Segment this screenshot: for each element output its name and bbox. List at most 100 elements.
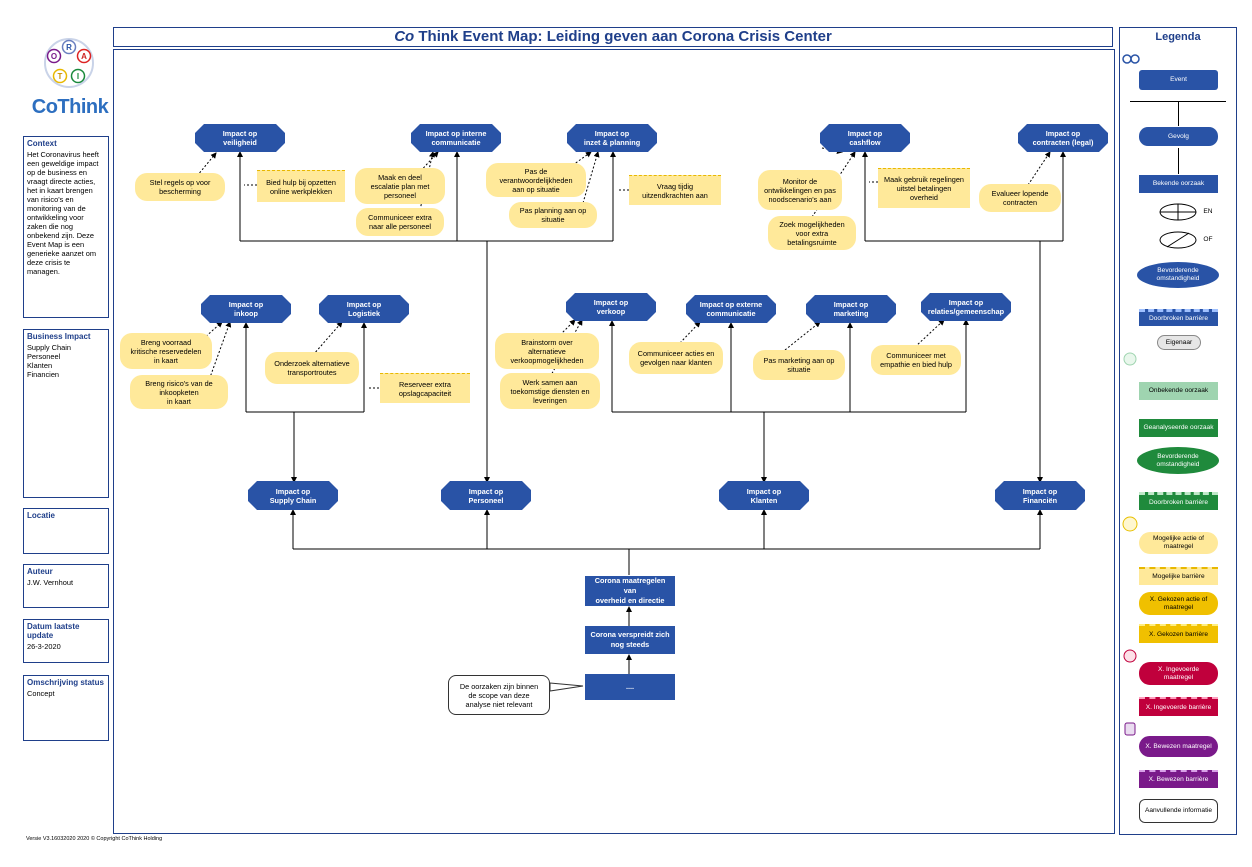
action-breng-risicos[interactable]: Breng risico's van de inkoopketen in kaa…	[130, 375, 228, 409]
legend-onbekende-oorzaak: Onbekende oorzaak	[1139, 382, 1218, 400]
event-impact-relaties[interactable]: Impact op relaties/gemeenschap	[921, 293, 1011, 321]
locatie-box: Locatie	[23, 508, 109, 554]
event-impact-interne-communicatie[interactable]: Impact op interne communicatie	[411, 124, 501, 152]
legend-aanvullende-informatie: Aanvullende informatie	[1139, 799, 1218, 823]
legend-or-icon	[1159, 231, 1197, 249]
title-text: Think Event Map: Leiding geven aan Coron…	[418, 28, 832, 45]
legend-event: Event	[1139, 70, 1218, 90]
event-impact-contracten[interactable]: Impact op contracten (legal)	[1018, 124, 1108, 152]
event-impact-marketing[interactable]: Impact op marketing	[806, 295, 896, 323]
context-heading: Context	[27, 139, 57, 148]
action-maak-escalatie[interactable]: Maak en deel escalatie plan met personee…	[355, 168, 445, 204]
legend-lightbulb-icon	[1122, 516, 1138, 532]
status-heading: Omschrijving status	[27, 678, 104, 687]
legend-bevorderende-2: Bevorderende omstandigheid	[1137, 447, 1219, 474]
legend-bewezen-barriere: X. Bewezen barrière	[1139, 770, 1218, 788]
context-text: Het Coronavirus heeft een geweldige impa…	[27, 150, 99, 276]
legend-arrow-up-2	[1178, 148, 1179, 174]
legend-frame	[1119, 27, 1237, 835]
barrier-vraag-tijdig[interactable]: Vraag tijdig uitzendkrachten aan	[629, 175, 721, 205]
action-communiceer-empathie[interactable]: Communiceer met empathie en bied hulp	[871, 345, 961, 375]
event-impact-externe-communicatie[interactable]: Impact op externe communicatie	[686, 295, 776, 323]
action-monitor[interactable]: Monitor de ontwikkelingen en pas noodsce…	[758, 170, 842, 210]
svg-text:T: T	[58, 72, 63, 81]
legend-bekende-oorzaak: Bekende oorzaak	[1139, 175, 1218, 193]
legend-eigenaar: Eigenaar	[1157, 335, 1201, 350]
context-box: Context Het Coronavirus heeft een geweld…	[23, 136, 109, 318]
barrier-reserveer[interactable]: Reserveer extra opslagcapaciteit	[380, 373, 470, 403]
datum-text: 26-3-2020	[27, 642, 61, 651]
logo: R A I T O CoThink	[32, 38, 109, 123]
footer-copyright: Versie V3.16032020 2020 © Copyright CoTh…	[26, 836, 163, 842]
action-onderzoek[interactable]: Onderzoek alternatieve transportroutes	[265, 352, 359, 384]
event-impact-inzet-planning[interactable]: Impact op inzet & planning	[567, 124, 657, 152]
scope-callout: De oorzaken zijn binnen de scope van dez…	[448, 675, 550, 715]
svg-text:O: O	[51, 52, 57, 61]
action-werk-samen[interactable]: Werk samen aan toekomstige diensten en l…	[500, 373, 600, 409]
event-impact-financien[interactable]: Impact op Financiën	[995, 481, 1085, 510]
legend-binoculars-icon	[1122, 53, 1140, 65]
business-impact-heading: Business Impact	[27, 332, 91, 341]
cause-corona-maatregelen[interactable]: Corona maatregelen van overheid en direc…	[585, 576, 675, 606]
title-prefix: Co	[394, 28, 415, 45]
event-impact-veiligheid[interactable]: Impact op veiligheid	[195, 124, 285, 152]
diagram-frame	[113, 49, 1115, 834]
action-breng-voorraad[interactable]: Breng voorraad kritische reservedelen in…	[120, 333, 212, 369]
event-impact-cashflow[interactable]: Impact op cashflow	[820, 124, 910, 152]
legend-mogelijke-actie: Mogelijke actie of maatregel	[1139, 532, 1218, 554]
legend-separator	[1130, 101, 1226, 102]
barrier-maak-gebruik[interactable]: Maak gebruik regelingen uitstel betaling…	[878, 168, 970, 208]
locatie-heading: Locatie	[27, 511, 56, 520]
action-pas-verantwoordelijkheden[interactable]: Pas de verantwoordelijkheden aan op situ…	[486, 163, 586, 197]
action-pas-planning[interactable]: Pas planning aan op situatie	[509, 202, 597, 228]
event-impact-logistiek[interactable]: Impact op Logistiek	[319, 295, 409, 323]
event-impact-inkoop[interactable]: Impact op inkoop	[201, 295, 291, 323]
legend-arrow-up-1	[1178, 102, 1179, 126]
svg-text:A: A	[81, 52, 87, 61]
status-box: Omschrijving status Concept	[23, 675, 109, 741]
legend-doorbroken-1: Doorbroken barrière	[1139, 309, 1218, 326]
legend-of-label: OF	[1203, 236, 1213, 243]
legend-gekozen-actie: X. Gekozen actie of maatregel	[1139, 592, 1218, 615]
legend-search-icon	[1123, 352, 1137, 366]
auteur-box: Auteur J.W. Vernhout	[23, 564, 109, 608]
legend-and-icon	[1159, 203, 1197, 221]
legend-geanalyseerde-oorzaak: Geanalyseerde oorzaak	[1139, 419, 1218, 437]
cause-unknown[interactable]: ....	[585, 674, 675, 700]
legend-bewezen-maatregel: X. Bewezen maatregel	[1139, 736, 1218, 757]
auteur-text: J.W. Vernhout	[27, 578, 74, 587]
legend-mogelijke-barriere: Mogelijke barrière	[1139, 567, 1218, 585]
datum-box: Datum laatste update 26-3-2020	[23, 619, 109, 663]
status-text: Concept	[27, 689, 55, 698]
legend-gekozen-barriere: X. Gekozen barrière	[1139, 624, 1218, 643]
event-impact-supply-chain[interactable]: Impact op Supply Chain	[248, 481, 338, 510]
event-impact-klanten[interactable]: Impact op Klanten	[719, 481, 809, 510]
cause-corona-verspreidt[interactable]: Corona verspreidt zich nog steeds	[585, 626, 675, 654]
legend-gevolg: Gevolg	[1139, 127, 1218, 146]
action-communiceer-extra[interactable]: Communiceer extra naar alle personeel	[356, 208, 444, 236]
legend-ingevoerde-barriere: X. Ingevoerde barrière	[1139, 697, 1218, 716]
legend-check-icon	[1123, 649, 1137, 663]
action-evalueer[interactable]: Evalueer lopende contracten	[979, 184, 1061, 212]
legend-bevorderende-1: Bevorderende omstandigheid	[1137, 262, 1219, 288]
page-title: Co Think Event Map: Leiding geven aan Co…	[113, 27, 1113, 47]
action-brainstorm[interactable]: Brainstorm over alternatieve verkoopmoge…	[495, 333, 599, 369]
legend-clipboard-icon	[1123, 722, 1137, 736]
svg-text:R: R	[66, 43, 72, 52]
action-pas-marketing[interactable]: Pas marketing aan op situatie	[753, 350, 845, 380]
legend-title: Legenda	[1155, 31, 1201, 43]
action-stel-regels[interactable]: Stel regels op voor bescherming	[135, 173, 225, 201]
brand-name: CoThink	[31, 96, 109, 118]
action-communiceer-acties[interactable]: Communiceer acties en gevolgen naar klan…	[629, 342, 723, 374]
auteur-heading: Auteur	[27, 567, 53, 576]
business-impact-box: Business Impact Supply Chain Personeel K…	[23, 329, 109, 498]
event-impact-personeel[interactable]: Impact op Personeel	[441, 481, 531, 510]
svg-text:I: I	[77, 72, 79, 81]
barrier-bied-hulp[interactable]: Bied hulp bij opzetten online werkplekke…	[257, 170, 345, 202]
event-impact-verkoop[interactable]: Impact op verkoop	[566, 293, 656, 321]
business-impact-text: Supply Chain Personeel Klanten Financien	[27, 343, 71, 379]
legend-ingevoerde-maatregel: X. Ingevoerde maatregel	[1139, 662, 1218, 685]
legend-doorbroken-2: Doorbroken barrière	[1139, 492, 1218, 510]
action-zoek-mogelijkheden[interactable]: Zoek mogelijkheden voor extra betalingsr…	[768, 216, 856, 250]
logo-circle-graphic: R A I T O	[44, 38, 94, 88]
